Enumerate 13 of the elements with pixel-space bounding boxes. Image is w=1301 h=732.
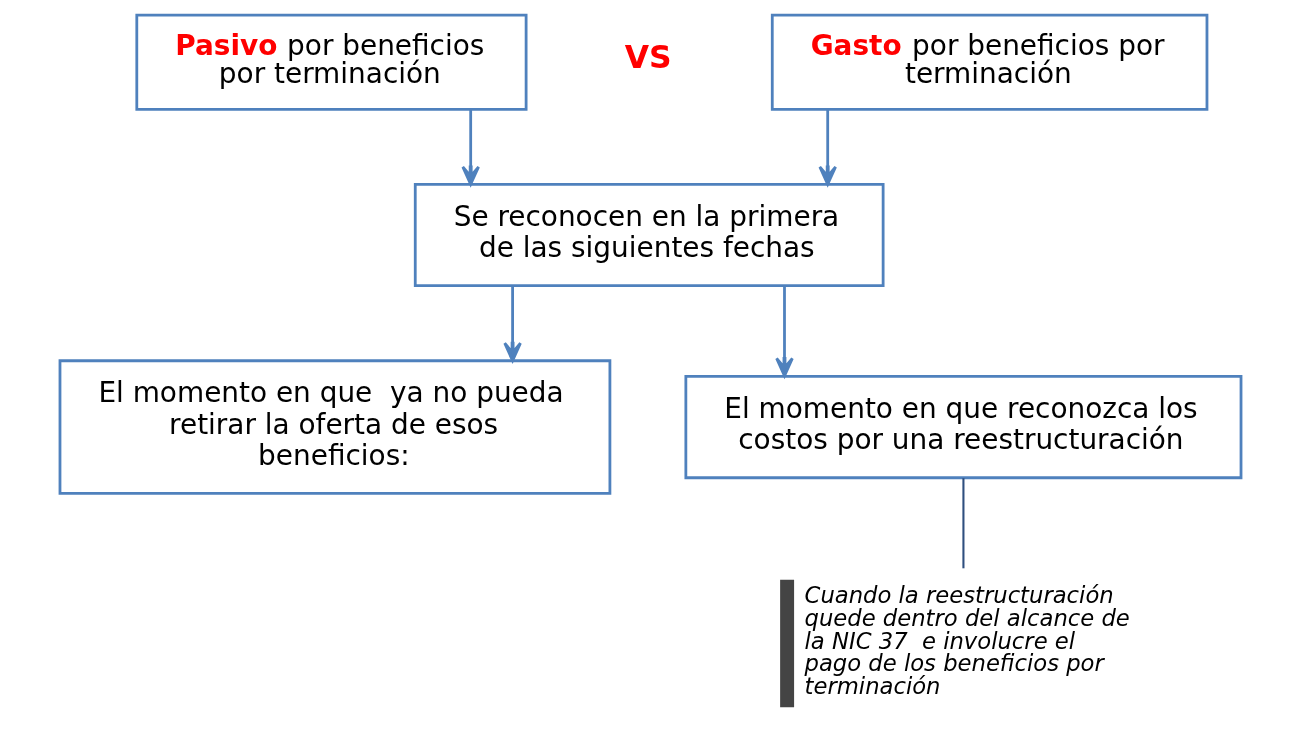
node-box: El momento en que ya no pueda retirar la oferta de esos beneficios:: [58, 359, 612, 495]
node-box: [780, 579, 795, 708]
node-label: Cuando la reestructuración quede dentro del alcance de la NIC 37 e involucre el pago de los beneficios por terminación: [804, 582, 1130, 700]
connector: [962, 478, 965, 569]
node-box: Gasto por beneficios por terminación: [770, 13, 1209, 111]
node-box: Se reconocen en la primera de las siguientes fechas: [413, 183, 885, 288]
arrow: [818, 109, 837, 186]
arrow: [503, 286, 522, 363]
label: VS: [624, 39, 672, 76]
arrow: [775, 286, 794, 378]
node-box: Pasivo por beneficios por terminación: [135, 13, 528, 111]
arrow: [461, 109, 480, 186]
node-box: El momento en que reconozca los costos por una reestructuración: [684, 375, 1243, 480]
